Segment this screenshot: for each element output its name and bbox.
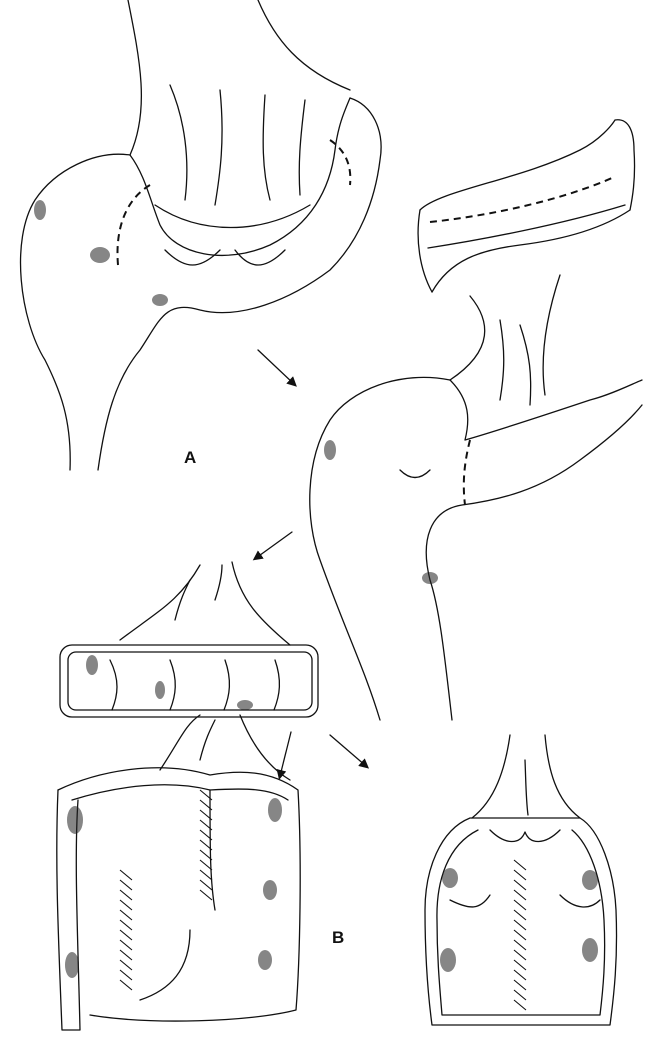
arrow-to-segment — [258, 350, 294, 384]
arrows — [256, 350, 366, 776]
label-b: B — [332, 928, 344, 948]
arrow-to-reservoir-left — [280, 732, 291, 776]
panel-reservoir-left — [57, 715, 300, 1030]
panel-reservoir-right — [425, 735, 617, 1025]
arrow-to-opened — [256, 532, 292, 558]
panel-isolated-segment — [310, 120, 642, 720]
label-a: A — [184, 448, 196, 468]
panel-opened-segment — [60, 562, 318, 717]
arrow-to-reservoir-right — [330, 735, 366, 766]
panel-intestine-loop — [21, 0, 382, 470]
